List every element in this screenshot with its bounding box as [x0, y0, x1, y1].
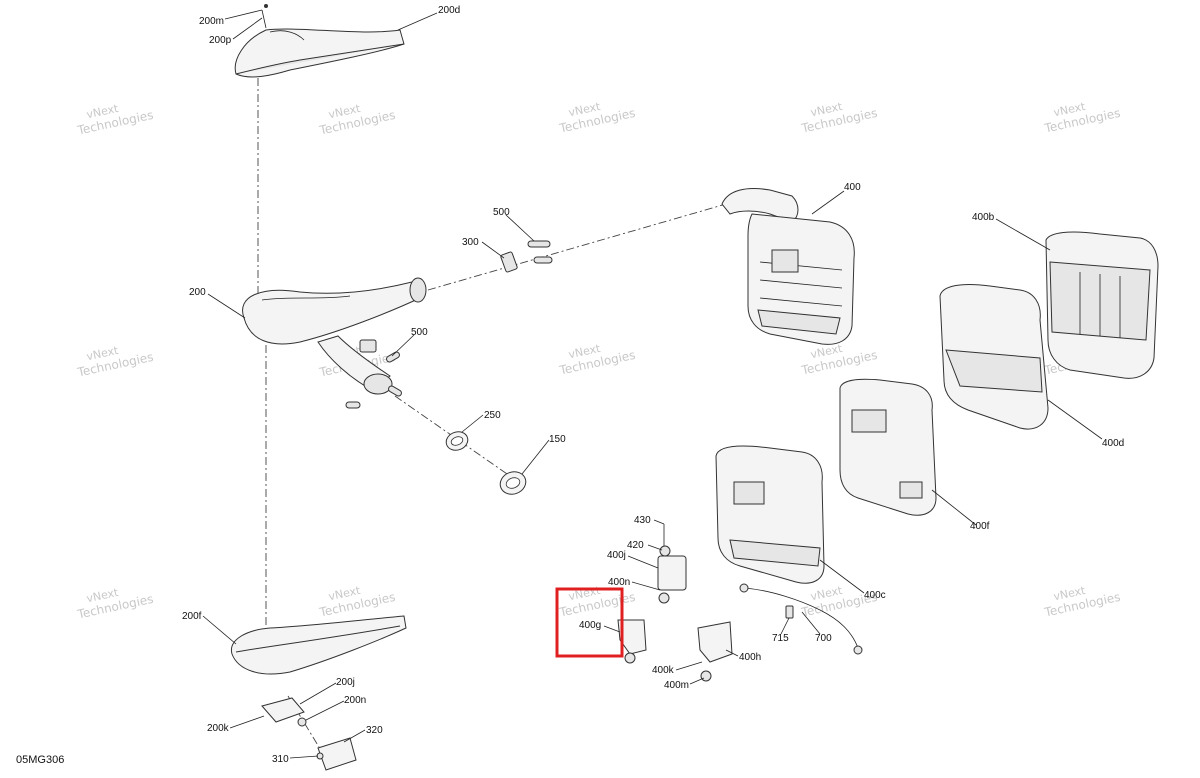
part-200-tuned-pipe — [242, 277, 427, 395]
callout-250: 250 — [484, 410, 501, 421]
callout-200k: 200k — [207, 723, 230, 734]
part-700-sensor-cable — [739, 583, 863, 655]
diagram-code: 05MG306 — [16, 754, 65, 766]
callout-400m: 400m — [664, 680, 689, 691]
callout-400n: 400n — [608, 577, 630, 588]
part-200j-bracket — [261, 697, 307, 727]
callout-200m: 200m — [199, 16, 224, 27]
part-150-gasket — [499, 471, 527, 495]
callout-400k: 400k — [652, 665, 675, 676]
part-400j-bracket — [657, 524, 687, 604]
part-400b-heat-shield — [1045, 231, 1159, 379]
callout-200p: 200p — [209, 35, 232, 46]
highlight-box-400g — [555, 587, 624, 658]
callout-310: 310 — [272, 754, 289, 765]
part-715 — [785, 605, 794, 619]
part-200f-lower-shell — [231, 615, 407, 675]
callout-700: 700 — [815, 633, 832, 644]
callout-200f: 200f — [182, 611, 202, 622]
callout-500-upper: 500 — [493, 207, 510, 218]
callout-200j: 200j — [336, 677, 355, 688]
callout-400g: 400g — [579, 620, 601, 631]
part-250-gasket — [445, 431, 469, 451]
part-200d-upper-shell — [234, 4, 405, 78]
callout-420: 420 — [627, 540, 644, 551]
callout-430: 430 — [634, 515, 651, 526]
callout-500-lower: 500 — [411, 327, 428, 338]
callout-400d: 400d — [1102, 438, 1124, 449]
part-300 — [500, 251, 518, 273]
part-400-muffler — [721, 188, 855, 345]
callout-400j: 400j — [607, 550, 626, 561]
callout-715: 715 — [772, 633, 789, 644]
callout-leaders — [202, 9, 1103, 759]
part-400h-bracket — [697, 621, 733, 682]
callout-320: 320 — [366, 725, 383, 736]
callout-150: 150 — [549, 434, 566, 445]
callout-300: 300 — [462, 237, 479, 248]
callout-200n: 200n — [344, 695, 366, 706]
part-400c-shield — [715, 445, 825, 584]
part-400g-bracket — [617, 619, 647, 664]
part-400d-heat-shield — [939, 283, 1049, 430]
callout-labels: 200m 200p 200d 200 500 300 500 250 150 4… — [182, 5, 1124, 765]
callout-400: 400 — [844, 182, 861, 193]
callout-400c: 400c — [864, 590, 886, 601]
callout-400b: 400b — [972, 212, 995, 223]
callout-200: 200 — [189, 287, 206, 298]
callout-400f: 400f — [970, 521, 990, 532]
callout-400h: 400h — [739, 652, 761, 663]
part-500-springs — [345, 240, 553, 409]
part-400f-shield — [839, 378, 937, 516]
part-320-bracket — [316, 737, 357, 771]
callout-200d: 200d — [438, 5, 460, 16]
